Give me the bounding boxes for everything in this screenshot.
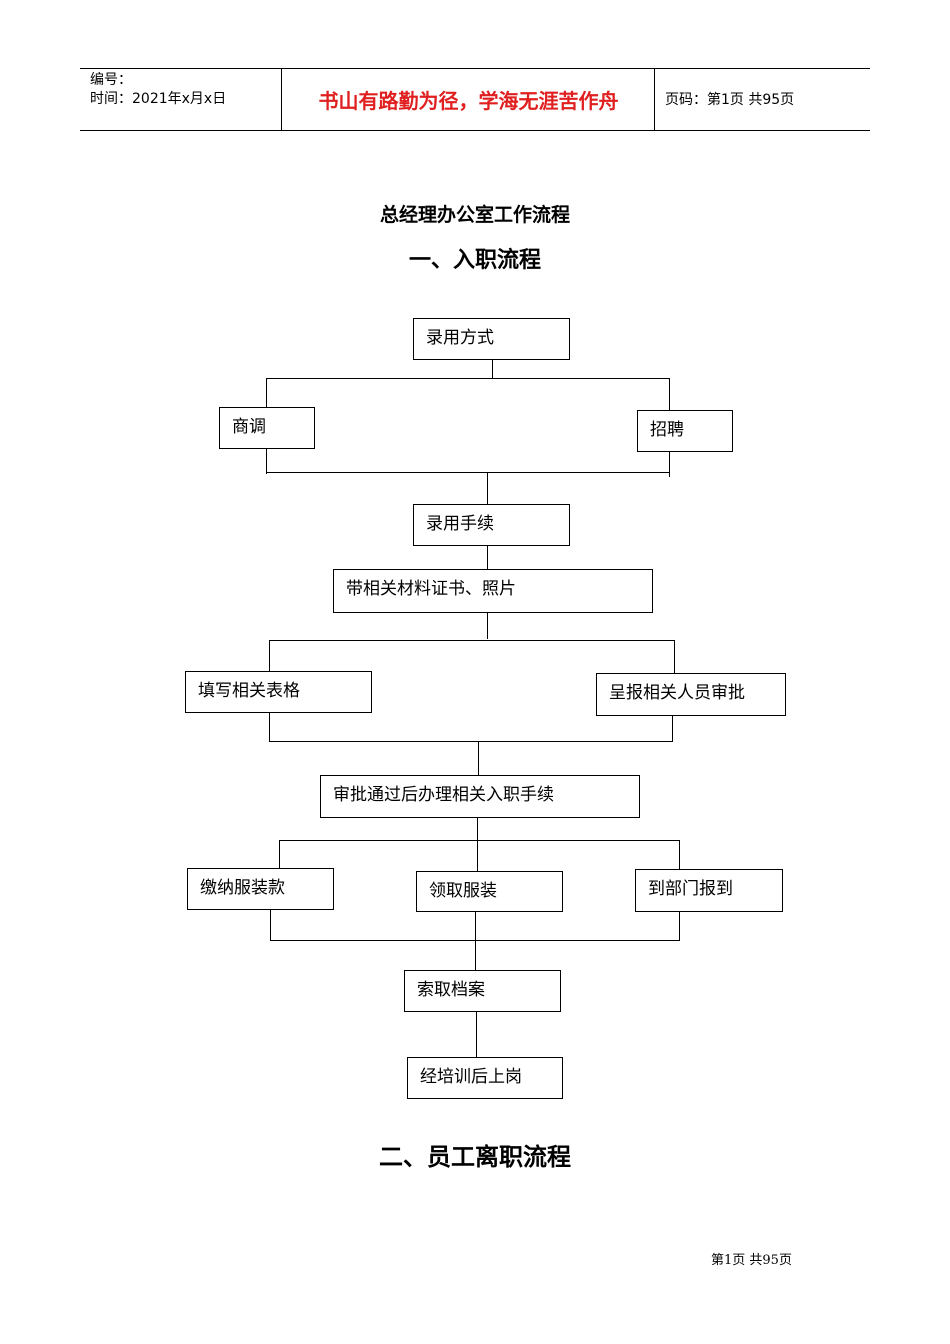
number-label: 编号： [90,72,132,88]
connector [487,472,488,504]
time-label: 时间：2021年x月x日 [90,91,227,107]
connector [674,640,675,673]
flow-box-report-dept: 到部门报到 [635,869,783,912]
connector [475,911,476,971]
connector [269,741,673,742]
page-footer: 第1页 共95页 [711,1253,792,1268]
flow-box-hire-procedure: 录用手续 [413,504,570,546]
connector [679,840,680,870]
connector [672,715,673,741]
connector [669,378,670,410]
connector [477,817,478,872]
flow-box-get-uniform: 领取服装 [416,871,563,912]
section-title: 一、入职流程 [408,247,541,273]
flow-box-get-archive: 索取档案 [404,970,561,1012]
connector [279,840,280,868]
connector [270,940,680,941]
connector [269,712,270,741]
flow-box-fill-forms: 填写相关表格 [185,671,372,713]
header-page-info: 页码：第1页 共95页 [665,92,795,108]
connector [487,545,488,569]
connector [487,612,488,639]
connector [266,448,267,474]
connector [492,359,493,378]
flow-box-recruit-method: 录用方式 [413,318,570,360]
connector [270,909,271,941]
header-divider [281,69,282,130]
connector [266,378,670,379]
connector [266,378,267,407]
connector [269,640,675,641]
section-title: 二、员工离职流程 [379,1142,571,1171]
flow-box-transfer: 商调 [219,407,315,449]
connector [266,472,670,473]
connector [669,451,670,477]
doc-title: 总经理办公室工作流程 [379,204,570,226]
connector [279,840,680,841]
flow-box-submit-approval: 呈报相关人员审批 [596,673,786,716]
flow-box-after-approval: 审批通过后办理相关入职手续 [320,775,640,818]
flow-box-pay-uniform: 缴纳服装款 [187,868,334,910]
header-meta: 编号： 时间：2021年x月x日 [90,71,226,109]
header-divider [654,69,655,130]
flow-box-hiring: 招聘 [637,410,733,452]
connector [679,911,680,941]
connector [269,640,270,671]
connector [478,741,479,775]
header-motto: 书山有路勤为径，学海无涯苦作舟 [318,89,619,113]
flow-box-bring-materials: 带相关材料证书、照片 [333,569,653,613]
connector [476,1011,477,1058]
page-header: 编号： 时间：2021年x月x日 书山有路勤为径，学海无涯苦作舟 页码：第1页 … [80,68,870,131]
flow-box-training: 经培训后上岗 [407,1057,563,1099]
